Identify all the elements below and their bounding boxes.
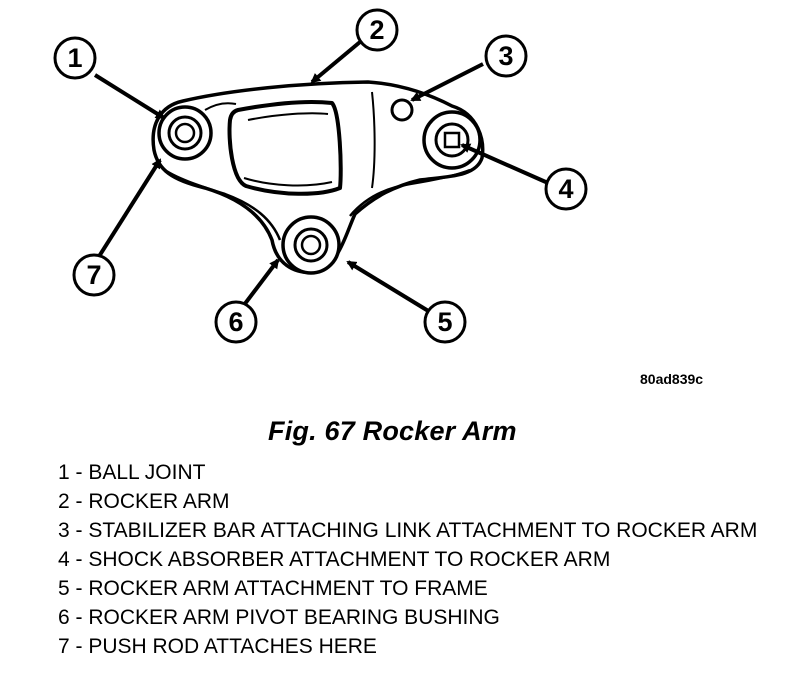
callout-5-number: 5 xyxy=(437,307,452,337)
callout-6-number: 6 xyxy=(228,307,243,337)
stabilizer-link-hole xyxy=(390,98,414,122)
legend-item-7: 7 - PUSH ROD ATTACHES HERE xyxy=(58,635,377,658)
leader-arrows xyxy=(93,40,549,314)
legend-item-2: 2 - ROCKER ARM xyxy=(58,490,230,513)
arrow-1 xyxy=(93,73,166,120)
legend-item-6: 6 - ROCKER ARM PIVOT BEARING BUSHING xyxy=(58,606,500,629)
callout-1: 1 xyxy=(53,36,97,80)
shock-absorber-attachment xyxy=(422,110,482,170)
callout-5: 5 xyxy=(423,300,467,344)
callout-6: 6 xyxy=(214,300,258,344)
rocker-arm-body xyxy=(151,80,485,275)
arrow-3 xyxy=(410,62,484,102)
legend-item-1: 1 - BALL JOINT xyxy=(58,461,206,484)
arrow-6 xyxy=(242,258,280,307)
callout-4-number: 4 xyxy=(558,174,573,204)
callout-1-number: 1 xyxy=(67,43,82,73)
callout-3: 3 xyxy=(484,34,528,78)
arrow-5 xyxy=(346,260,432,314)
pivot-bearing-bushing xyxy=(281,215,341,275)
ball-joint xyxy=(157,105,213,161)
figure-code: 80ad839c xyxy=(640,371,704,387)
callout-4: 4 xyxy=(544,167,588,211)
figure-caption: Fig. 67 Rocker Arm xyxy=(268,416,517,446)
legend-item-3: 3 - STABILIZER BAR ATTACHING LINK ATTACH… xyxy=(58,519,758,542)
callout-2: 2 xyxy=(355,8,399,52)
callout-2-number: 2 xyxy=(369,15,384,45)
rocker-arm-diagram: 1 2 3 4 5 6 7 xyxy=(53,8,588,344)
arrow-4 xyxy=(460,143,549,185)
callout-7: 7 xyxy=(72,253,116,297)
callout-3-number: 3 xyxy=(498,41,513,71)
arrow-2 xyxy=(310,40,362,84)
arrow-7 xyxy=(96,158,162,260)
legend-item-5: 5 - ROCKER ARM ATTACHMENT TO FRAME xyxy=(58,577,488,600)
legend-item-4: 4 - SHOCK ABSORBER ATTACHMENT TO ROCKER … xyxy=(58,548,611,571)
legend-list: 1 - BALL JOINT 2 - ROCKER ARM 3 - STABIL… xyxy=(58,460,758,663)
callout-7-number: 7 xyxy=(86,260,101,290)
